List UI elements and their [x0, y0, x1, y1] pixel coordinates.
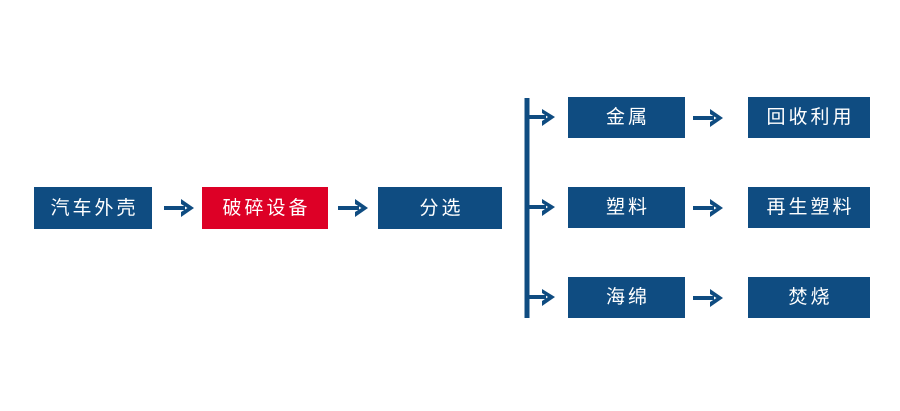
node-plastic[interactable]: 塑料: [568, 187, 685, 228]
arrow-crusher-to-sorting: [337, 193, 371, 223]
arrow-sponge-to-incineration: [692, 283, 726, 313]
node-recycle[interactable]: 回收利用: [748, 97, 870, 138]
node-sorting[interactable]: 分选: [378, 187, 502, 229]
node-recycled-plastic[interactable]: 再生塑料: [748, 187, 870, 228]
node-metal[interactable]: 金属: [568, 97, 685, 138]
arrow-plastic-to-recycled-plastic: [692, 193, 726, 223]
node-shell[interactable]: 汽车外壳: [34, 187, 152, 229]
node-incineration[interactable]: 焚烧: [748, 277, 870, 318]
arrow-shell-to-crusher: [163, 193, 197, 223]
splitter-bus: [519, 92, 569, 327]
arrow-metal-to-recycle: [692, 103, 726, 133]
node-crusher[interactable]: 破碎设备: [202, 187, 328, 229]
node-sponge[interactable]: 海绵: [568, 277, 685, 318]
